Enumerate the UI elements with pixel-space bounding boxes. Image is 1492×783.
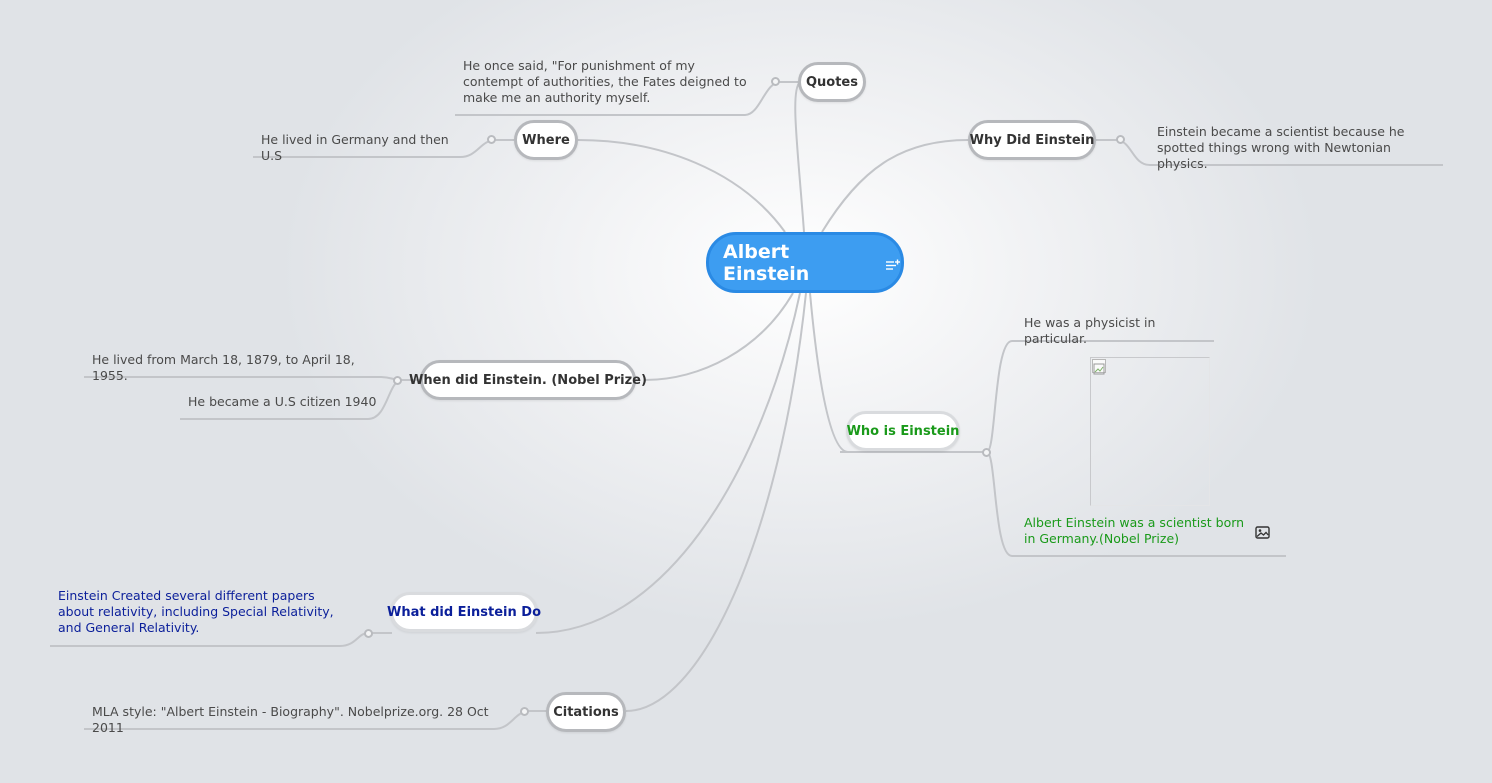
who-note-scientist[interactable]: Albert Einstein was a scientist born in … bbox=[1024, 515, 1245, 546]
topic-citations[interactable]: Citations bbox=[546, 692, 626, 732]
topic-citations-label: Citations bbox=[553, 704, 619, 720]
quotes-note[interactable]: He once said, "For punishment of my cont… bbox=[463, 58, 747, 105]
what-note[interactable]: Einstein Created several different paper… bbox=[58, 588, 334, 635]
topic-what-label: What did Einstein Do bbox=[386, 604, 542, 620]
link-root-when bbox=[644, 292, 794, 381]
who-note-physicist[interactable]: He was a physicist in particular. bbox=[1024, 315, 1156, 346]
link-root-quotes bbox=[794, 81, 805, 233]
notes-icon[interactable] bbox=[885, 256, 901, 270]
broken-image-icon bbox=[1092, 359, 1106, 375]
topic-why-label: Why Did Einstein bbox=[969, 132, 1095, 148]
image-icon[interactable] bbox=[1255, 524, 1270, 539]
topic-what[interactable]: What did Einstein Do bbox=[386, 592, 542, 632]
link-who-leaf1 bbox=[986, 340, 1214, 453]
link-citations-leaf bbox=[84, 710, 548, 730]
link-root-what bbox=[535, 292, 801, 634]
link-root-why bbox=[821, 139, 969, 233]
root-topic[interactable]: Albert Einstein bbox=[706, 232, 904, 293]
link-who-leaf2 bbox=[986, 451, 1286, 557]
topic-where[interactable]: Where bbox=[514, 120, 578, 160]
topic-why[interactable]: Why Did Einstein bbox=[968, 120, 1096, 160]
topic-image-placeholder[interactable] bbox=[1090, 357, 1210, 506]
collapse-toggle-who[interactable] bbox=[982, 448, 991, 457]
when-note-lifespan[interactable]: He lived from March 18, 1879, to April 1… bbox=[92, 352, 355, 383]
topic-when[interactable]: When did Einstein. (Nobel Prize) bbox=[409, 360, 647, 400]
topic-quotes-label: Quotes bbox=[805, 74, 858, 90]
collapse-toggle-quotes[interactable] bbox=[771, 77, 780, 86]
topic-who[interactable]: Who is Einstein bbox=[846, 411, 960, 451]
why-note[interactable]: Einstein became a scientist because he s… bbox=[1157, 124, 1405, 171]
collapse-toggle-where[interactable] bbox=[487, 135, 496, 144]
collapse-toggle-when[interactable] bbox=[393, 376, 402, 385]
topic-when-label: When did Einstein. (Nobel Prize) bbox=[409, 372, 647, 388]
link-root-who bbox=[809, 292, 849, 453]
root-topic-label: Albert Einstein bbox=[723, 240, 810, 285]
collapse-toggle-why[interactable] bbox=[1116, 135, 1125, 144]
link-root-citations bbox=[625, 292, 807, 712]
collapse-toggle-citations[interactable] bbox=[520, 707, 529, 716]
where-note[interactable]: He lived in Germany and then U.S bbox=[261, 132, 449, 163]
when-note-citizenship[interactable]: He became a U.S citizen 1940 bbox=[188, 394, 377, 409]
topic-where-label: Where bbox=[522, 132, 570, 148]
topic-quotes[interactable]: Quotes bbox=[798, 62, 866, 102]
link-root-where bbox=[577, 139, 786, 233]
collapse-toggle-what[interactable] bbox=[364, 629, 373, 638]
citations-note[interactable]: MLA style: "Albert Einstein - Biography"… bbox=[92, 704, 489, 735]
topic-who-label: Who is Einstein bbox=[846, 423, 960, 439]
